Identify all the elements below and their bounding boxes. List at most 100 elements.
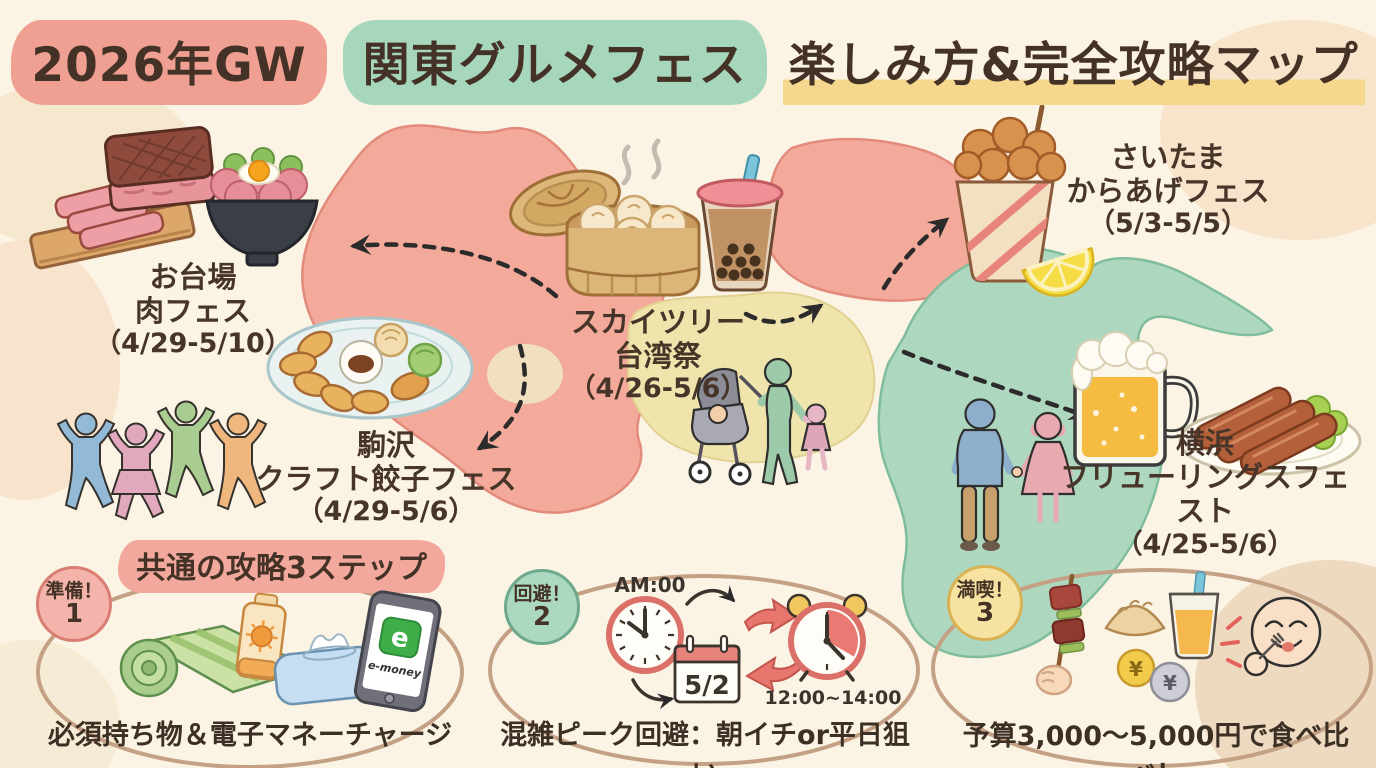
festival-dates: （4/29-5/6） <box>296 496 476 528</box>
step2-card-outline <box>488 574 920 766</box>
beer-foam-icon <box>1071 331 1168 391</box>
calendar-date-label: 5/2 <box>684 671 730 701</box>
arrow-to-yokohama-icon <box>901 349 1090 421</box>
step2-badge-label: 回避！ <box>513 582 571 605</box>
skewer-hand-icon <box>1035 573 1086 696</box>
step1-badge-label: 準備！ <box>45 579 103 602</box>
arrow-to-tokyo-icon <box>743 303 824 325</box>
festival-name: 横浜 <box>1175 426 1234 460</box>
festival-name: さいたま <box>1110 140 1226 174</box>
pink-arrow-left-icon <box>745 655 803 692</box>
calendar-icon: 5/2 <box>673 634 741 704</box>
cheering-crowd-illustration <box>57 400 267 520</box>
festival-name: からあげフェス <box>1066 174 1270 209</box>
peak-hours-label: 12:00~14:00 <box>765 687 902 709</box>
alarm-clock-icon <box>786 593 868 682</box>
emoney-phone-icon: e e-money <box>353 590 442 713</box>
yokohama-fest-illustration <box>1071 331 1362 476</box>
step1-badge-number: 1 <box>64 598 84 629</box>
gold-coin-symbol: ¥ <box>1129 657 1143 681</box>
gyoza-icon <box>1104 599 1166 637</box>
festival-name: フリューリングスフェスト <box>1059 460 1350 529</box>
karaage-chicken-icon <box>953 116 1067 183</box>
festival-dates: （4/29-5/10） <box>94 328 292 360</box>
festival-name: 台湾祭 <box>614 339 702 374</box>
title-part-year: 2026年GW <box>11 20 327 105</box>
festival-dates: （5/3-5/5） <box>1087 208 1249 240</box>
black-curve-arrow-icon <box>631 678 675 710</box>
fork-icon <box>1258 632 1285 660</box>
morning-clock-icon <box>606 596 684 674</box>
morning-time-label: AM:00 <box>614 573 685 597</box>
step2-badge-number: 2 <box>532 601 552 632</box>
woman-figure <box>1019 411 1076 523</box>
title-part-event: 関東グルメフェス <box>342 20 767 105</box>
page-title: 2026年GW 関東グルメフェス 楽しみ方&完全攻略マップ <box>0 20 1376 105</box>
emoney-app-letter: e <box>389 622 412 655</box>
step3-items-illustration: ¥ ¥ <box>1035 571 1322 703</box>
step1-items-illustration: e e-money <box>119 590 442 713</box>
yen-coins-icon: ¥ ¥ <box>1116 648 1191 703</box>
step2-items-illustration: AM:00 5/2 <box>606 573 902 710</box>
skytree-festival-label: スカイツリー 台湾祭 （4/26-5/6） <box>528 305 788 405</box>
arrow-to-komazawa-icon <box>476 343 527 451</box>
man-figure <box>951 398 1015 551</box>
sausages-icon <box>1193 386 1338 476</box>
yokohama-festival-label: 横浜 フリューリングスフェスト （4/25-5/6） <box>1055 426 1355 561</box>
skytree-taiwanfest-illustration <box>509 138 784 297</box>
saitama-karaage-illustration <box>953 104 1095 297</box>
bubble-tea-icon <box>696 154 784 292</box>
silver-coin-symbol: ¥ <box>1163 671 1177 695</box>
festival-name: クラフト餃子フェス <box>255 462 517 497</box>
festival-dates: （4/25-5/6） <box>1115 528 1295 560</box>
route-arrows <box>349 217 1090 451</box>
crowd-person-blue <box>57 412 115 510</box>
step3-badge: 満喫！ 3 <box>947 565 1023 641</box>
sunscreen-icon <box>235 592 287 681</box>
drink-cup-icon <box>1168 571 1220 660</box>
saitama-festival-label: さいたま からあげフェス （5/3-5/5） <box>1048 140 1288 240</box>
gyoza-pieces-icon <box>278 322 443 415</box>
festival-dates: （4/26-5/6） <box>568 373 748 405</box>
beer-mug-icon <box>1071 331 1199 467</box>
arrow-to-odaiba-icon <box>349 234 559 299</box>
parent-figure <box>757 357 809 486</box>
crowd-person-green <box>157 400 215 498</box>
steamer-basket-icon <box>565 194 701 297</box>
crowd-person-orange <box>209 412 267 510</box>
happy-face-icon <box>1243 596 1322 677</box>
joined-hands-icon <box>1011 466 1023 478</box>
lemon-wedge-icon <box>1021 246 1095 297</box>
couple-illustration <box>951 398 1076 551</box>
black-curve-arrow-icon <box>685 585 736 606</box>
step3-caption: 予算3,000～5,000円で食べ比べ！ <box>962 721 1350 768</box>
meat-bowl-icon <box>205 147 319 267</box>
festival-name: 肉フェス <box>134 294 251 329</box>
step2-caption: 混雑ピーク回避：朝イチor平日狙い <box>500 720 910 768</box>
crowd-person-pink <box>107 422 165 520</box>
sausage-plate-icon <box>1178 386 1362 476</box>
step3-card-outline <box>931 568 1373 768</box>
komazawa-festival-label: 駒沢 クラフト餃子フェス （4/29-5/6） <box>236 428 536 528</box>
steam-icon <box>621 138 662 186</box>
step3-badge-number: 3 <box>975 597 995 628</box>
cycle-arrows <box>631 585 803 710</box>
step3-badge-label: 満喫！ <box>956 578 1014 601</box>
wet-wipes-icon <box>273 611 399 706</box>
arrow-to-saitama-icon <box>881 217 950 291</box>
step1-caption: 必須持ち物＆電子マネーチャージ <box>47 720 453 751</box>
stroller-icon <box>688 367 766 486</box>
roast-beef-block-icon <box>104 126 217 212</box>
festival-name: スカイツリー <box>570 305 745 339</box>
festival-name: 駒沢 <box>356 428 415 462</box>
komazawa-gyoza-illustration <box>266 316 474 420</box>
emphasis-lines-icon <box>1220 616 1242 668</box>
odaiba-meat-illustration <box>29 126 319 270</box>
title-part-guide: 楽しみ方&完全攻略マップ <box>782 20 1365 105</box>
festival-name: お台場 <box>149 260 237 294</box>
step1-badge: 準備！ 1 <box>36 566 112 642</box>
child-figure <box>800 403 832 471</box>
step2-badge: 回避！ 2 <box>504 569 580 645</box>
steps-section-header: 共通の攻略3ステップ <box>118 540 445 593</box>
